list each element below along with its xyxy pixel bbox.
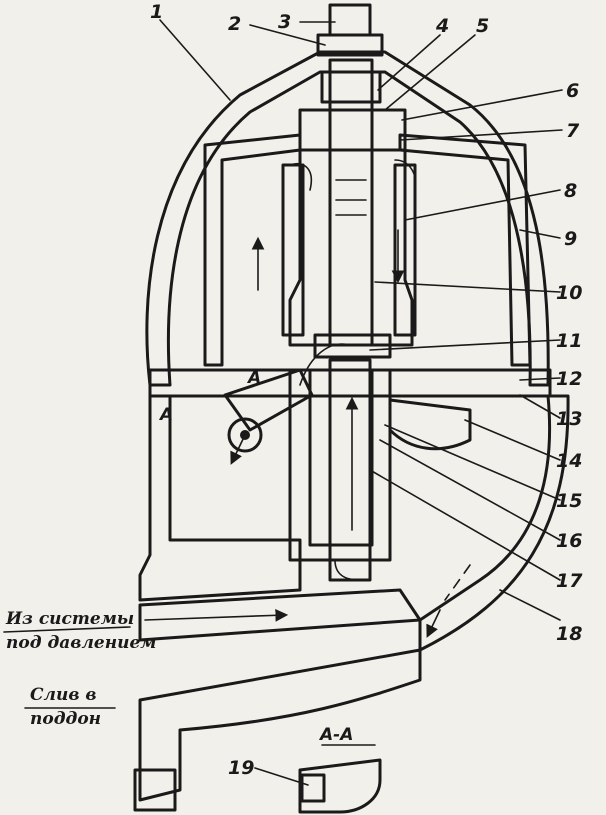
callout-5: 5 xyxy=(476,15,489,37)
section-aa-detail xyxy=(298,744,382,814)
callout-18: 18 xyxy=(556,623,582,645)
callout-12: 12 xyxy=(556,368,582,390)
top-nut xyxy=(316,3,384,104)
rotor-tubes xyxy=(251,163,417,337)
callout-11: 11 xyxy=(556,330,582,352)
callout-4: 4 xyxy=(435,15,449,37)
callout-3: 3 xyxy=(278,11,291,33)
callout-16: 16 xyxy=(556,530,582,552)
flow-arrows xyxy=(144,159,471,638)
leader-lines xyxy=(159,19,563,786)
base-housing xyxy=(133,368,570,812)
callout-19: 19 xyxy=(228,757,254,779)
section-mark-a-upper: А xyxy=(246,368,261,388)
callout-10: 10 xyxy=(556,282,582,304)
callout-1: 1 xyxy=(150,1,163,23)
callout-14: 14 xyxy=(556,450,582,472)
callout-2: 2 xyxy=(228,13,241,35)
central-shaft xyxy=(288,58,414,359)
drain-label-line1: Слив в xyxy=(30,685,97,705)
section-mark-a-left: А xyxy=(158,405,173,425)
deflector-right xyxy=(388,398,472,451)
callout-numbers: 1 2 3 4 5 6 7 8 9 10 11 12 13 14 15 16 1… xyxy=(150,1,583,779)
flow-labels: Из системы под давлением Слив в поддон xyxy=(3,609,156,729)
callout-15: 15 xyxy=(556,490,582,512)
callout-6: 6 xyxy=(566,80,579,102)
callout-13: 13 xyxy=(556,408,582,430)
callout-9: 9 xyxy=(564,228,577,250)
section-marks: А-А А А xyxy=(158,368,353,745)
section-aa-title: А-А xyxy=(318,725,353,745)
inlet-label-line1: Из системы xyxy=(5,609,134,629)
inlet-label-line2: под давлением xyxy=(6,633,156,653)
lower-axle xyxy=(328,358,372,582)
drain-label-line2: поддон xyxy=(30,709,101,729)
callout-17: 17 xyxy=(556,570,583,592)
nozzle-left xyxy=(223,368,314,465)
callout-8: 8 xyxy=(564,180,577,202)
callout-7: 7 xyxy=(566,120,580,142)
outer-cover xyxy=(145,50,550,387)
